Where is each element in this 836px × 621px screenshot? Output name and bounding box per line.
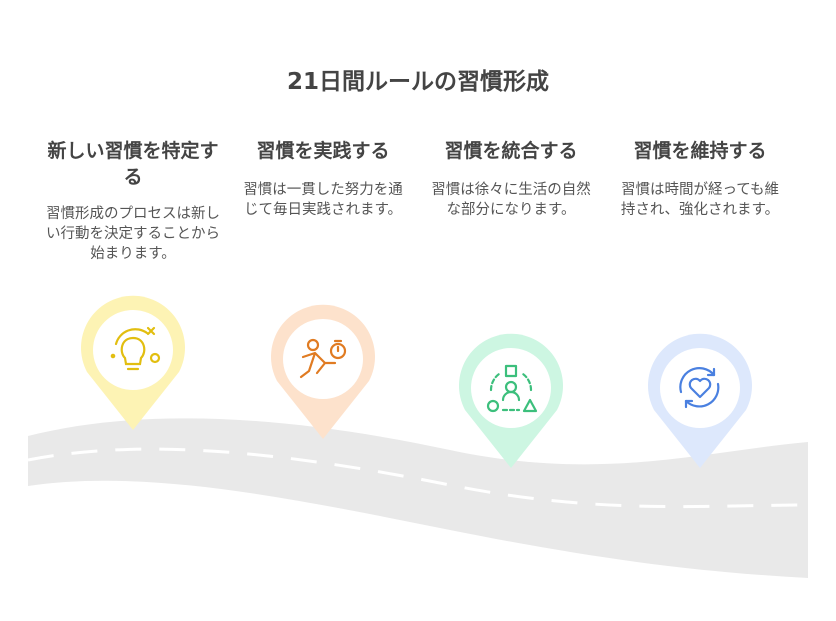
step-2: 習慣を実践する 習慣は一貫した努力を通じて毎日実践されます。 [233,138,413,220]
diagram-title: 21日間ルールの習慣形成 [286,69,549,95]
step-heading: 新しい習慣を特定する [47,140,219,188]
step-3: 習慣を統合する 習慣は徐々に生活の自然な部分になります。 [421,138,601,220]
step-body: 習慣は一貫した努力を通じて毎日実践されます。 [243,182,403,218]
person-shapes-icon [486,364,538,413]
step-4: 習慣を維持する 習慣は時間が経っても維持され、強化されます。 [610,138,790,220]
step-heading: 習慣を維持する [633,140,767,162]
pin-2 [271,304,375,439]
step-body: 習慣は時間が経っても維持され、強化されます。 [620,182,780,218]
step-1: 新しい習慣を特定する 習慣形成のプロセスは新しい行動を決定することから始まります… [43,138,223,264]
pin-4 [648,333,752,468]
step-body: 習慣形成のプロセスは新しい行動を決定することから始まります。 [46,206,220,262]
heart-cycle-icon [679,367,720,409]
lightbulb-icon [110,326,161,371]
road [28,418,808,578]
pin-3 [459,333,563,468]
step-heading: 習慣を実践する [256,140,390,162]
step-body: 習慣は徐々に生活の自然な部分になります。 [431,182,591,218]
pin-1 [81,295,185,430]
road-centerline [27,447,809,509]
step-heading: 習慣を統合する [444,140,578,162]
running-stopwatch-icon [299,338,347,379]
